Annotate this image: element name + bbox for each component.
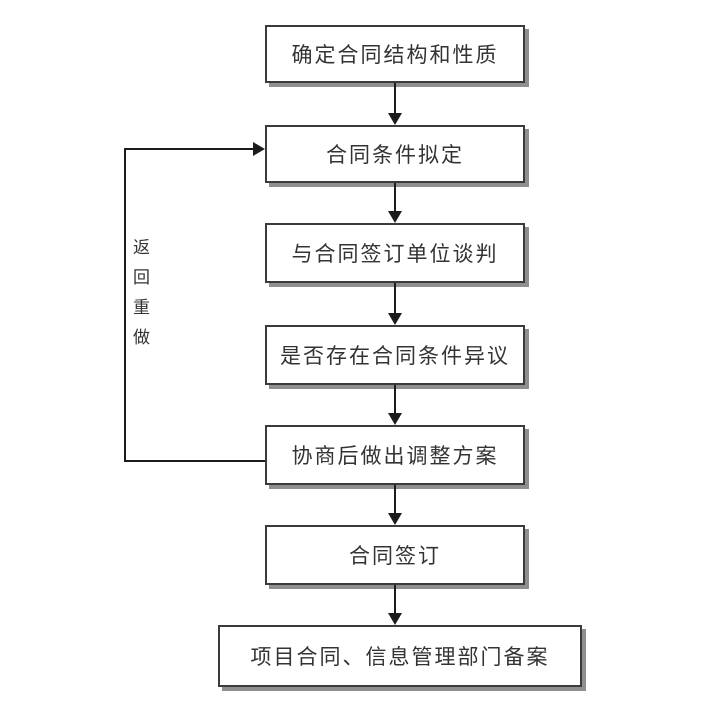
flow-node-label: 项目合同、信息管理部门备案 <box>250 645 550 669</box>
arrowhead-down-icon <box>388 113 402 125</box>
flow-node-label: 合同签订 <box>349 544 441 568</box>
feedback-label: 返回重做 <box>130 238 149 358</box>
flow-node-draft-contract-conditions: 合同条件拟定 <box>265 125 525 183</box>
connector-n3-n4 <box>394 283 396 315</box>
connector-n5-n6 <box>394 485 396 515</box>
feedback-loop-top-segment <box>124 148 254 150</box>
arrowhead-down-icon <box>388 513 402 525</box>
connector-n1-n2 <box>394 83 396 115</box>
flow-node-determine-contract-structure: 确定合同结构和性质 <box>265 25 525 83</box>
flow-node-label: 合同条件拟定 <box>326 143 464 167</box>
flow-node-filing-with-management-dept: 项目合同、信息管理部门备案 <box>218 625 582 687</box>
arrowhead-down-icon <box>388 211 402 223</box>
feedback-loop-bottom-segment <box>124 460 265 462</box>
connector-n2-n3 <box>394 183 396 213</box>
arrowhead-down-icon <box>388 413 402 425</box>
flow-node-adjustment-plan: 协商后做出调整方案 <box>265 425 525 485</box>
connector-n6-n7 <box>394 585 396 615</box>
arrowhead-down-icon <box>388 313 402 325</box>
flow-node-negotiate-with-signing-unit: 与合同签订单位谈判 <box>265 223 525 283</box>
flow-node-label: 是否存在合同条件异议 <box>280 344 510 368</box>
flow-node-label: 协商后做出调整方案 <box>291 444 499 468</box>
feedback-loop-vertical-segment <box>124 148 126 462</box>
flow-node-condition-objection-check: 是否存在合同条件异议 <box>265 325 525 385</box>
arrowhead-right-icon <box>253 142 265 156</box>
flow-node-label: 确定合同结构和性质 <box>291 43 499 67</box>
flow-node-label: 与合同签订单位谈判 <box>291 242 499 266</box>
flow-node-contract-signing: 合同签订 <box>265 525 525 585</box>
connector-n4-n5 <box>394 385 396 415</box>
arrowhead-down-icon <box>388 613 402 625</box>
